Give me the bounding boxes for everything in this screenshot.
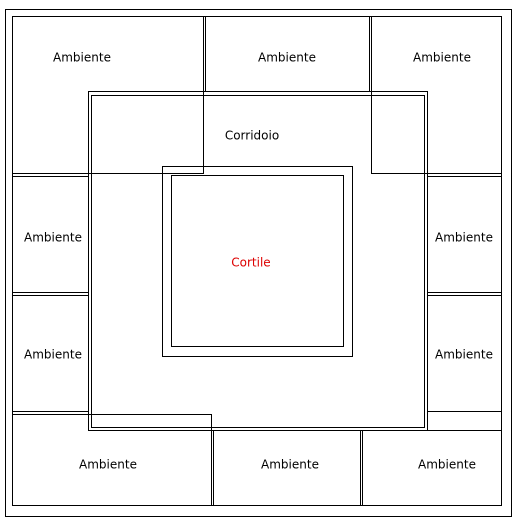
room-top-right-label: Ambiente xyxy=(413,51,471,65)
room-left-upper-label: Ambiente xyxy=(24,231,82,245)
room-bottom-left-label: Ambiente xyxy=(79,458,137,472)
courtyard-walls xyxy=(162,166,353,357)
room-bottom-right-label: Ambiente xyxy=(418,458,476,472)
courtyard-label: Cortile xyxy=(231,256,270,270)
room-top-center-label: Ambiente xyxy=(258,51,316,65)
room-top-left-label: Ambiente xyxy=(53,51,111,65)
room-bottom-right xyxy=(362,430,502,506)
corridor-label: Corridoio xyxy=(225,129,279,143)
room-bottom-center-label: Ambiente xyxy=(261,458,319,472)
room-right-lower-label: Ambiente xyxy=(435,348,493,362)
room-left-lower-label: Ambiente xyxy=(24,348,82,362)
room-bottom-left xyxy=(12,414,212,506)
corridor-walls xyxy=(88,91,428,431)
room-right-upper-label: Ambiente xyxy=(435,231,493,245)
